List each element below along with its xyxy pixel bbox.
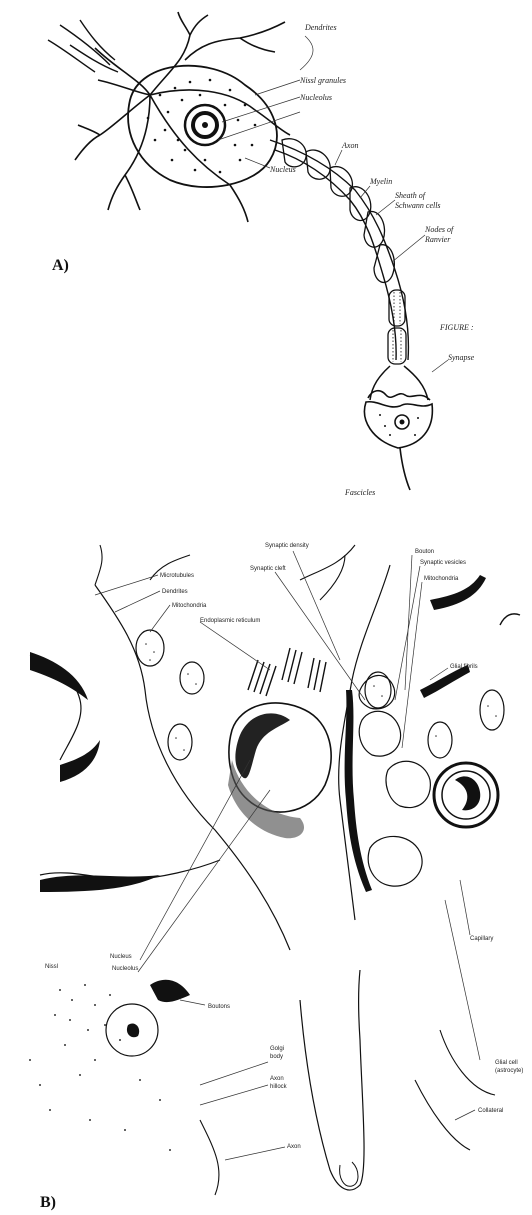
label-nissl: Nissl [45, 964, 58, 970]
label-nucleolus: Nucleolus [299, 93, 332, 102]
panel-a-label: A) [52, 257, 69, 274]
label-figure: FIGURE : [439, 323, 474, 332]
label-synaptic-density: Synaptic density [265, 543, 309, 549]
label-golgi-2: body [270, 1054, 283, 1060]
label-synapse: Synapse [448, 353, 475, 362]
label-nucleus: Nucleus [269, 165, 296, 174]
label-bouton-top: Bouton [415, 549, 434, 555]
label-nodes-1: Nodes of [424, 225, 455, 234]
label-b-axon: Axon [287, 1144, 301, 1150]
panel-b-neuron [29, 545, 520, 1195]
label-fascicles: Fascicles [344, 488, 375, 497]
label-collateral: Collateral [478, 1108, 503, 1114]
label-axon-hillock-1: Axon [270, 1076, 284, 1082]
label-glial-fibrils: Glial fibrils [450, 664, 478, 670]
label-sheath-1: Sheath of [395, 191, 427, 200]
label-axon-hillock-2: hillock [270, 1084, 288, 1090]
label-b-nucleus: Nucleus [110, 954, 132, 960]
label-b-dendrites: Dendrites [162, 589, 188, 595]
panel-b-label: B) [40, 1194, 56, 1211]
label-dendrites: Dendrites [304, 23, 337, 32]
label-golgi-1: Golgi [270, 1046, 284, 1052]
label-capillary: Capillary [470, 936, 493, 942]
label-microtubules: Microtubules [160, 573, 194, 579]
label-endoplasmic-reticulum: Endoplasmic reticulum [200, 618, 260, 624]
label-axon: Axon [341, 141, 358, 150]
panel-a-neuron [48, 12, 448, 490]
label-b-nucleolus: Nucleolus [112, 966, 138, 972]
label-b-mitochondria-right: Mitochondria [424, 576, 459, 582]
label-b-mitochondria: Mitochondria [172, 603, 207, 609]
label-synaptic-vesicles: Synaptic vesicles [420, 560, 466, 566]
label-glial-cell-1: Glial cell [495, 1060, 518, 1066]
panel-b-labels: Microtubules Dendrites Mitochondria Endo… [45, 543, 523, 1150]
label-sheath-2: Schwann cells [395, 201, 441, 210]
label-myelin: Myelin [369, 177, 392, 186]
label-synaptic-cleft: Synaptic cleft [250, 566, 286, 572]
label-glial-cell-2: (astrocyte) [495, 1068, 523, 1074]
panel-a-labels: Dendrites Nissl granules Nucleolus Nucle… [269, 23, 475, 497]
label-nissl-granules: Nissl granules [299, 76, 346, 85]
label-nodes-2: Ranvier [424, 235, 451, 244]
label-boutons: Boutons [208, 1004, 230, 1010]
